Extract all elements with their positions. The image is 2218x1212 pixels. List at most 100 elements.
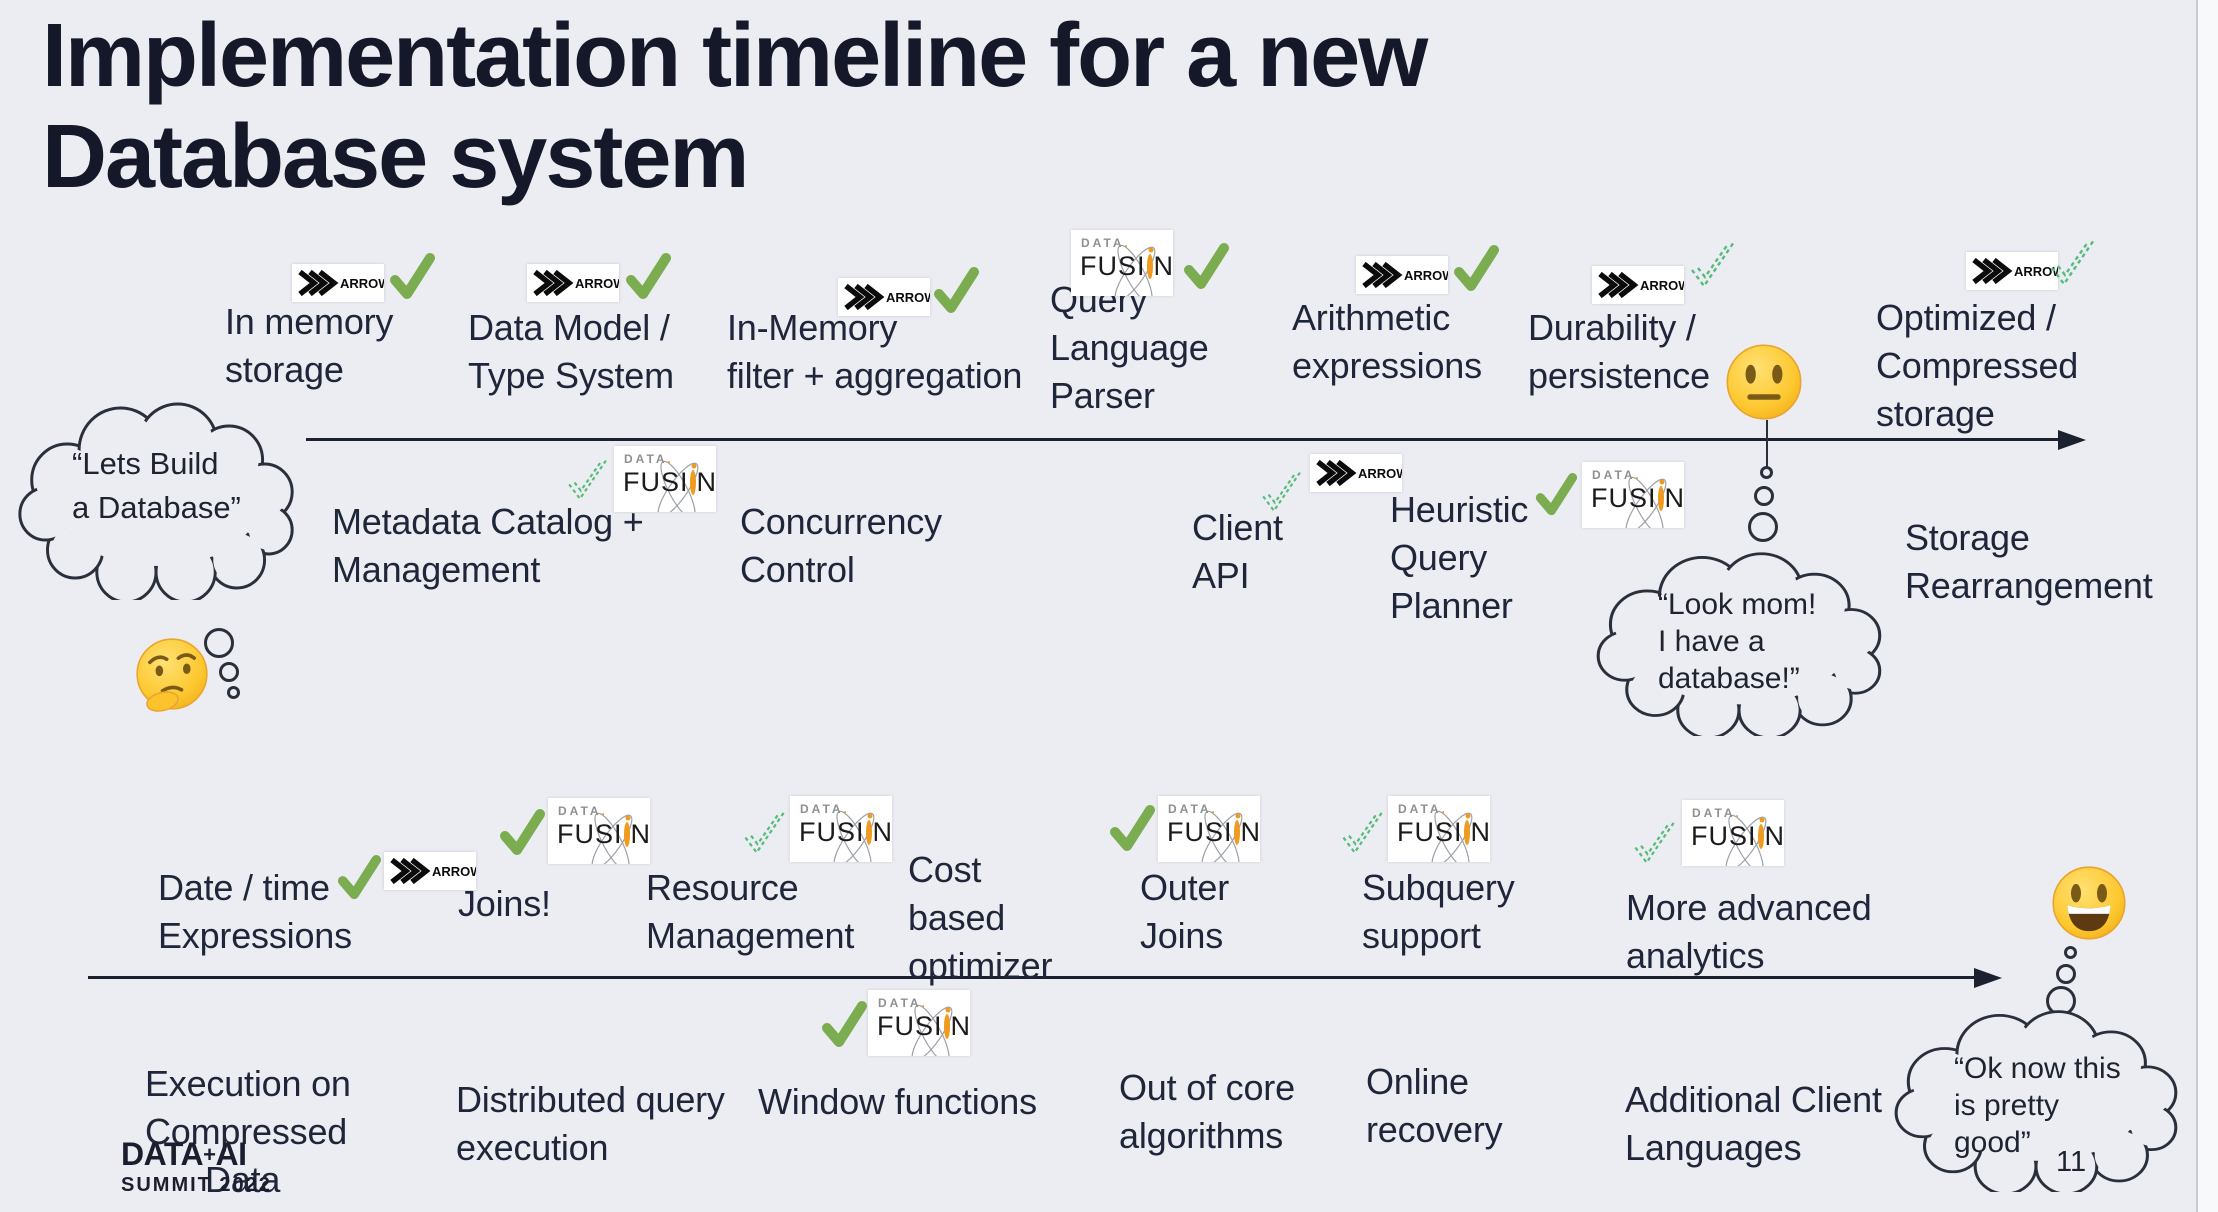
milestone-line: Client — [1192, 507, 1283, 548]
milestone-line: Additional Client — [1625, 1079, 1882, 1120]
milestone-line: storage — [225, 349, 344, 390]
milestone-line: optimizer — [908, 945, 1053, 986]
neutral-face-emoji — [1724, 342, 1804, 422]
milestone-line: filter + aggregation — [727, 355, 1023, 396]
planned-check-icon — [562, 450, 614, 508]
datafusion-logo-data-text: DATA. — [558, 804, 608, 818]
milestone-metadata-catalog-management: Metadata Catalog + Management — [332, 498, 644, 594]
done-check-icon — [932, 266, 980, 316]
milestone-line: Resource — [646, 867, 799, 908]
milestone-out-of-core-algorithms: Out of core algorithms — [1119, 1064, 1295, 1160]
milestone-optimized-compressed-storage: Optimized / Compressed storage — [1876, 294, 2078, 438]
thought-bubble-dot — [204, 628, 234, 658]
grinning-face-emoji — [2050, 864, 2128, 942]
timeline-1-line — [306, 438, 2060, 441]
milestone-line: Language — [1050, 327, 1209, 368]
milestone-line: Concurrency — [740, 501, 942, 542]
arrow-logo-label: ARROW — [1404, 268, 1448, 283]
thought-cloud-ok-now — [1894, 1010, 2178, 1192]
milestone-in-memory-storage: In memory storage — [225, 298, 393, 394]
milestone-line: Execution on — [145, 1063, 351, 1104]
thought-bubble-dot — [1748, 512, 1778, 542]
page-number: 11 — [2056, 1146, 2087, 1178]
done-check-icon — [820, 1000, 868, 1050]
datafusion-o-ring-icon — [865, 820, 872, 845]
milestone-line: Optimized / — [1876, 297, 2056, 338]
done-check-icon — [388, 252, 436, 302]
milestone-line: algorithms — [1119, 1115, 1284, 1156]
milestone-line: Durability / — [1528, 307, 1696, 348]
timeline-2-line — [88, 976, 1976, 979]
data-ai-summit-logo: DATA+AI SUMMIT 2022 — [121, 1138, 272, 1195]
milestone-subquery-support: Subquery support — [1362, 864, 1515, 960]
milestone-line: Languages — [1625, 1127, 1802, 1168]
milestone-date-time-expressions: Date / time Expressions — [158, 864, 352, 960]
milestone-client-api: Client API — [1192, 504, 1283, 600]
thought-bubble-dot — [1754, 486, 1774, 506]
milestone-cost-based-optimizer: Cost based optimizer — [908, 846, 1052, 990]
milestone-line: expressions — [1292, 345, 1482, 386]
datafusion-logo-data-text: DATA. — [800, 802, 850, 816]
arrow-logo-label: ARROW — [886, 290, 930, 305]
datafusion-logo-data-text: DATA. — [1081, 236, 1131, 250]
done-check-icon — [1452, 244, 1500, 294]
thinking-face-emoji — [134, 636, 210, 712]
planned-check-icon — [1628, 812, 1682, 872]
milestone-line: Rearrangement — [1905, 565, 2153, 606]
milestone-additional-client-languages: Additional Client Languages — [1625, 1076, 1882, 1172]
datafusion-o-ring-icon — [623, 822, 630, 847]
datafusion-o-ring-icon — [1146, 254, 1153, 279]
milestone-data-model-type-system: Data Model / Type System — [468, 304, 674, 400]
milestone-line: Distributed query — [456, 1079, 725, 1120]
apache-arrow-logo: ARROW — [1592, 266, 1684, 304]
arrow-logo-label: ARROW — [1358, 466, 1402, 481]
title-line-1: Implementation timeline for a new — [42, 6, 1428, 106]
thought-cloud-lets-build-text: “Lets Build a Database” — [72, 446, 241, 525]
milestone-line: persistence — [1528, 355, 1710, 396]
page-title: Implementation timeline for a new Databa… — [42, 6, 1428, 208]
done-check-icon — [1182, 242, 1230, 292]
done-check-icon — [498, 808, 546, 858]
timeline-1-arrowhead-icon — [2058, 430, 2086, 450]
planned-check-icon — [1684, 232, 1742, 296]
milestone-line: Joins — [1140, 915, 1224, 956]
milestone-line: Metadata Catalog + — [332, 501, 644, 542]
milestone-line: Cost — [908, 849, 982, 890]
datafusion-o-ring-icon — [689, 470, 696, 495]
milestone-resource-management: Resource Management — [646, 864, 854, 960]
datafusion-o-ring-icon — [1463, 820, 1470, 845]
thought-bubble-dot — [227, 686, 240, 699]
milestone-line: recovery — [1366, 1109, 1503, 1150]
milestone-line: More advanced — [1626, 887, 1872, 928]
milestone-line: support — [1362, 915, 1481, 956]
datafusion-logo-data-text: DATA. — [1398, 802, 1448, 816]
slide-right-margin — [2196, 0, 2218, 1212]
milestone-heuristic-query-planner: Heuristic Query Planner — [1390, 486, 1528, 630]
milestone-line: Compressed — [145, 1111, 348, 1152]
datafusion-logo-data-text: DATA. — [624, 452, 674, 466]
arrow-logo-label: ARROW — [340, 276, 384, 291]
data-ai-summit-logo-line2: SUMMIT 2022 — [121, 1174, 272, 1196]
emoji-connector-line — [1766, 420, 1768, 468]
milestone-line: Management — [332, 549, 541, 590]
milestone-line: Management — [646, 915, 855, 956]
apache-arrow-logo: ARROW — [1966, 252, 2058, 290]
milestone-line: based — [908, 897, 1006, 938]
thought-cloud-look-mom — [1596, 552, 1882, 736]
milestone-in-memory-filter-aggregation: In-Memory filter + aggregation — [727, 304, 1022, 400]
milestone-durability-persistence: Durability / persistence — [1528, 304, 1710, 400]
datafusion-logo-data-text: DATA. — [1692, 806, 1742, 820]
done-check-icon — [1534, 472, 1578, 518]
milestone-line: API — [1192, 555, 1250, 596]
milestone-line: Type System — [468, 355, 674, 396]
